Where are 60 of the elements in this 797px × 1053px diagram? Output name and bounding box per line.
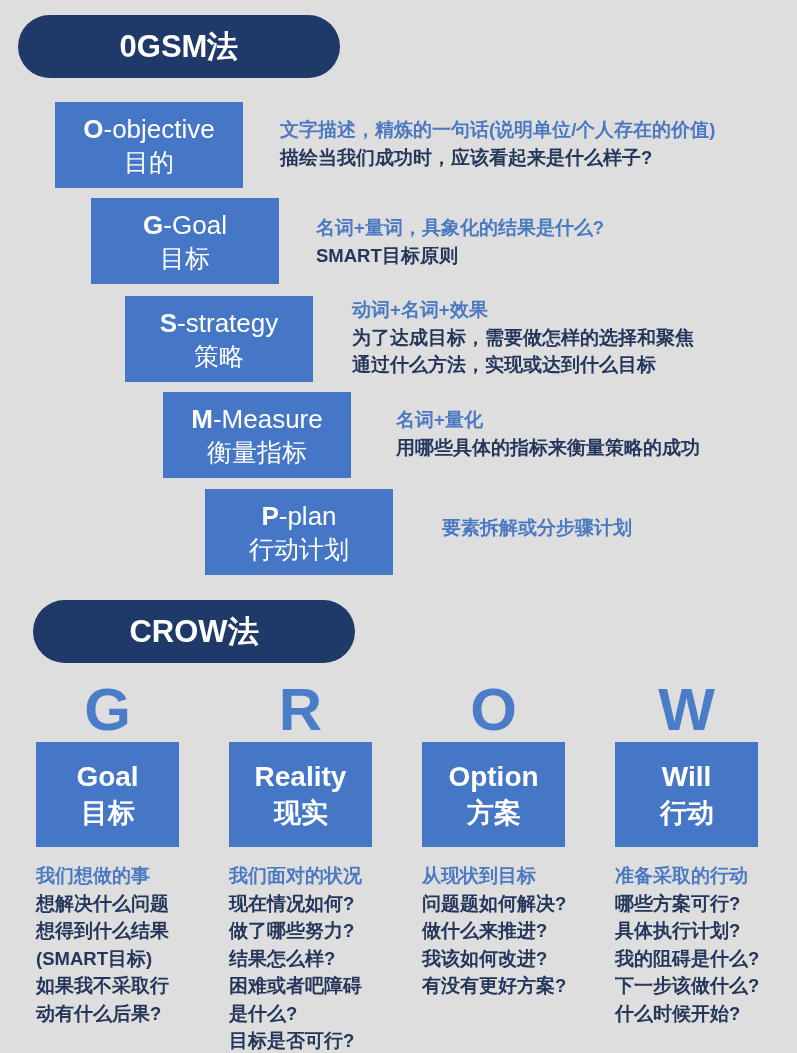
banner-title: CROW法 [129, 612, 259, 651]
question-text: 具体执行计划? [615, 919, 742, 943]
description-text: 为了达成目标，需要做怎样的选择和聚焦 [352, 325, 694, 350]
step-subtitle: 行动计划 [249, 534, 349, 565]
description-text: 描绘当我们成功时，应该看起来是什么样子? [280, 145, 653, 170]
step-title: S-strategy [159, 307, 279, 340]
column-heading: 准备采取的行动 [615, 864, 749, 888]
step-subtitle: 方案 [466, 796, 521, 830]
step-box [91, 198, 279, 284]
description-text: 通过什么方法，实现或达到什么目标 [352, 353, 656, 377]
question-text: 做了哪些努力? [229, 919, 356, 943]
column-heading: 我们面对的状况 [229, 864, 363, 888]
step-subtitle: 现实 [273, 796, 328, 830]
step-box [55, 102, 243, 188]
description-text: 要素拆解或分步骤计划 [442, 516, 632, 540]
step-subtitle: 策略 [194, 341, 244, 372]
step-subtitle: 目的 [124, 147, 174, 178]
step-subtitle: 衡量指标 [207, 437, 307, 468]
step-title: Goal [76, 759, 139, 794]
step-subtitle: 目标 [160, 243, 210, 274]
heading-letter: O [469, 675, 518, 745]
column-heading: 我们想做的事 [36, 864, 151, 888]
description-text: 用哪些具体的指标来衡量策略的成功 [396, 435, 700, 460]
heading-letter: R [277, 675, 324, 745]
question-text: 现在情况如何? [229, 891, 356, 916]
step-title: Will [661, 759, 712, 794]
question-text: 我的阻碍是什么? [615, 946, 761, 971]
step-title: G-Goal [143, 209, 227, 242]
description-text: SMART目标原则 [316, 243, 458, 268]
step-title: P-plan [261, 500, 337, 533]
step-title: Reality [254, 759, 347, 794]
question-text: 我该如何改进? [422, 946, 549, 971]
question-text: 问题题如何解决? [422, 891, 568, 916]
step-subtitle: 目标 [80, 796, 135, 830]
question-text: 做什么来推进? [422, 919, 549, 943]
heading-letter: G [83, 675, 132, 745]
description-text: 名词+量词，具象化的结果是什么? [316, 216, 605, 240]
step-box [125, 296, 313, 382]
column-heading: 从现状到目标 [422, 864, 537, 888]
question-text: 想得到什么结果(SMART目标) [36, 919, 170, 971]
question-text: 什么时候开始? [615, 1001, 742, 1026]
description-text: 名词+量化 [396, 408, 483, 432]
question-text: 想解决什么问题 [36, 891, 170, 916]
question-text: 困难或者吧障碍是什么? [229, 974, 363, 1026]
heading-letter: W [657, 675, 716, 745]
step-box [163, 392, 351, 478]
question-text: 哪些方案可行? [615, 891, 742, 916]
question-text: 有没有更好方案? [422, 974, 568, 998]
step-box [205, 489, 393, 575]
description-text: 动词+名词+效果 [352, 298, 488, 322]
step-title: O-objective [83, 113, 215, 146]
question-text: 如果我不采取行动有什么后果? [36, 974, 170, 1026]
question-text: 目标是否可行? [229, 1029, 356, 1053]
question-text: 结果怎么样? [229, 946, 337, 971]
step-title: M-Measure [191, 403, 323, 436]
description-text: 文字描述，精炼的一句话(说明单位/个人存在的价值) [280, 118, 716, 142]
banner-title: 0GSM法 [119, 27, 239, 66]
step-title: Option [448, 759, 539, 794]
question-text: 下一步该做什么? [615, 974, 761, 998]
step-subtitle: 行动 [659, 796, 714, 830]
